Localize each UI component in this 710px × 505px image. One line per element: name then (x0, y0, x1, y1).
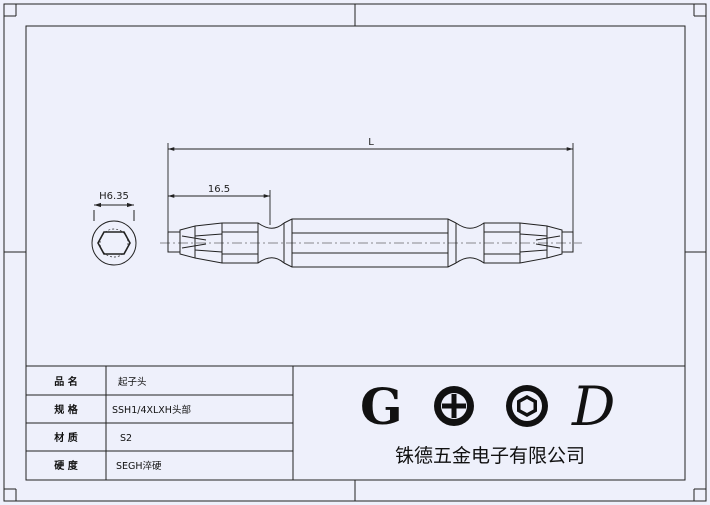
tip-length-label: 16.5 (208, 184, 230, 195)
spec-label-material: 材 质 (54, 431, 77, 444)
plus-circle-icon (434, 386, 474, 426)
spec-label-name: 品 名 (54, 375, 77, 388)
hex-dimension-label: H6.35 (99, 191, 129, 202)
bit-side-view (160, 218, 582, 268)
spec-label-hardness: 硬 度 (54, 459, 78, 472)
spec-value-hardness: SEGH淬硬 (116, 460, 162, 472)
spec-value-name: 起子头 (118, 376, 147, 388)
hex-socket-icon (506, 385, 548, 427)
dimension-lines (167, 143, 574, 232)
spec-value-material: S2 (120, 433, 132, 444)
company-logo: G D (360, 375, 615, 438)
hex-end-view (91, 202, 137, 266)
spec-label-spec: 规 格 (54, 403, 78, 416)
title-block (26, 365, 685, 480)
overall-length-label: L (368, 137, 374, 148)
company-name: 铢德五金电子有限公司 (395, 445, 585, 467)
logo-letter-d: D (571, 375, 615, 438)
logo-letter-g: G (360, 377, 403, 436)
spec-value-spec: SSH1/4XLXH头部 (112, 404, 191, 416)
sheet-frame (3, 3, 707, 502)
